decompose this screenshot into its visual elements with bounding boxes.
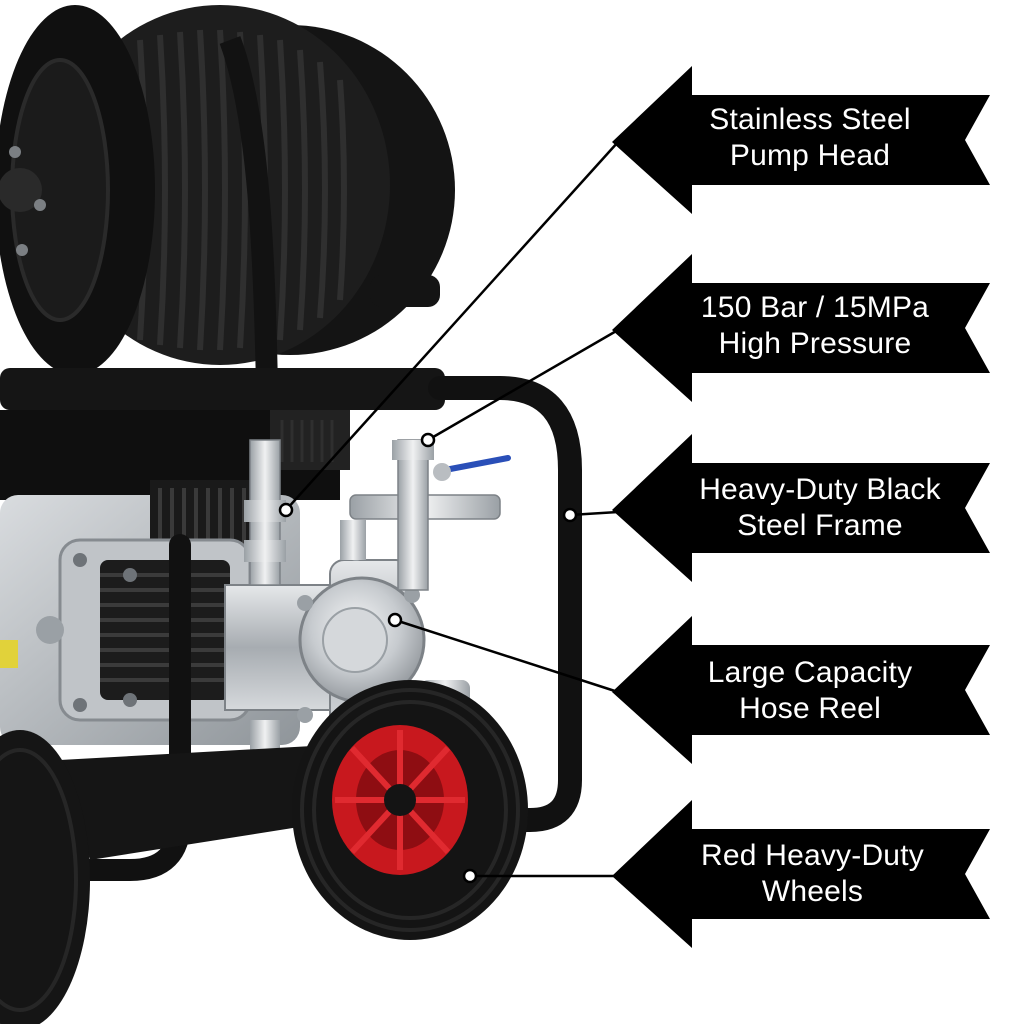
front-wheel	[0, 730, 90, 1029]
leader-line-dots	[278, 432, 578, 884]
callout-line-2: High Pressure	[718, 327, 912, 360]
leader-line-frame	[569, 510, 619, 517]
leader-line-hose-reel	[394, 618, 619, 694]
callout-banner-pump-head	[612, 66, 990, 214]
callout-banner-hose-reel	[612, 616, 990, 764]
callout-line-1: 150 Bar / 15MPa	[700, 291, 930, 324]
callout-wheels: Red Heavy-Duty Wheels	[680, 838, 945, 910]
callout-hose-reel: Large Capacity Hose Reel	[680, 655, 940, 727]
hose-reel	[0, 5, 455, 375]
callout-line-1: Stainless Steel	[709, 103, 911, 136]
reel-crank-handle	[370, 275, 440, 307]
callout-line-2: Steel Frame	[737, 509, 903, 542]
leader-line-pump-head	[285, 141, 619, 511]
callout-line-1: Red Heavy-Duty	[701, 839, 924, 872]
rear-wheel	[292, 680, 528, 940]
reel-hub	[0, 168, 42, 212]
callout-leader-lines	[285, 141, 619, 878]
leader-line-pressure	[427, 328, 619, 442]
callout-banners	[612, 66, 990, 948]
callout-banner-pressure	[612, 254, 990, 402]
warning-sticker	[0, 640, 18, 668]
callout-line-1: Large Capacity	[707, 656, 913, 689]
callout-pressure: 150 Bar / 15MPa High Pressure	[680, 290, 950, 362]
callout-line-2: Hose Reel	[739, 692, 881, 725]
callout-banner-wheels	[612, 800, 990, 948]
callout-banner-frame	[612, 434, 990, 582]
callout-line-2: Wheels	[761, 875, 864, 908]
callout-pump-head: Stainless Steel Pump Head	[680, 102, 940, 174]
callout-line-1: Heavy-Duty Black	[699, 473, 941, 506]
frame-handle	[428, 376, 582, 832]
callout-line-2: Pump Head	[729, 139, 891, 172]
frame-upper	[0, 368, 445, 500]
callout-frame: Heavy-Duty Black Steel Frame	[680, 472, 960, 544]
valve-lever	[442, 455, 511, 473]
